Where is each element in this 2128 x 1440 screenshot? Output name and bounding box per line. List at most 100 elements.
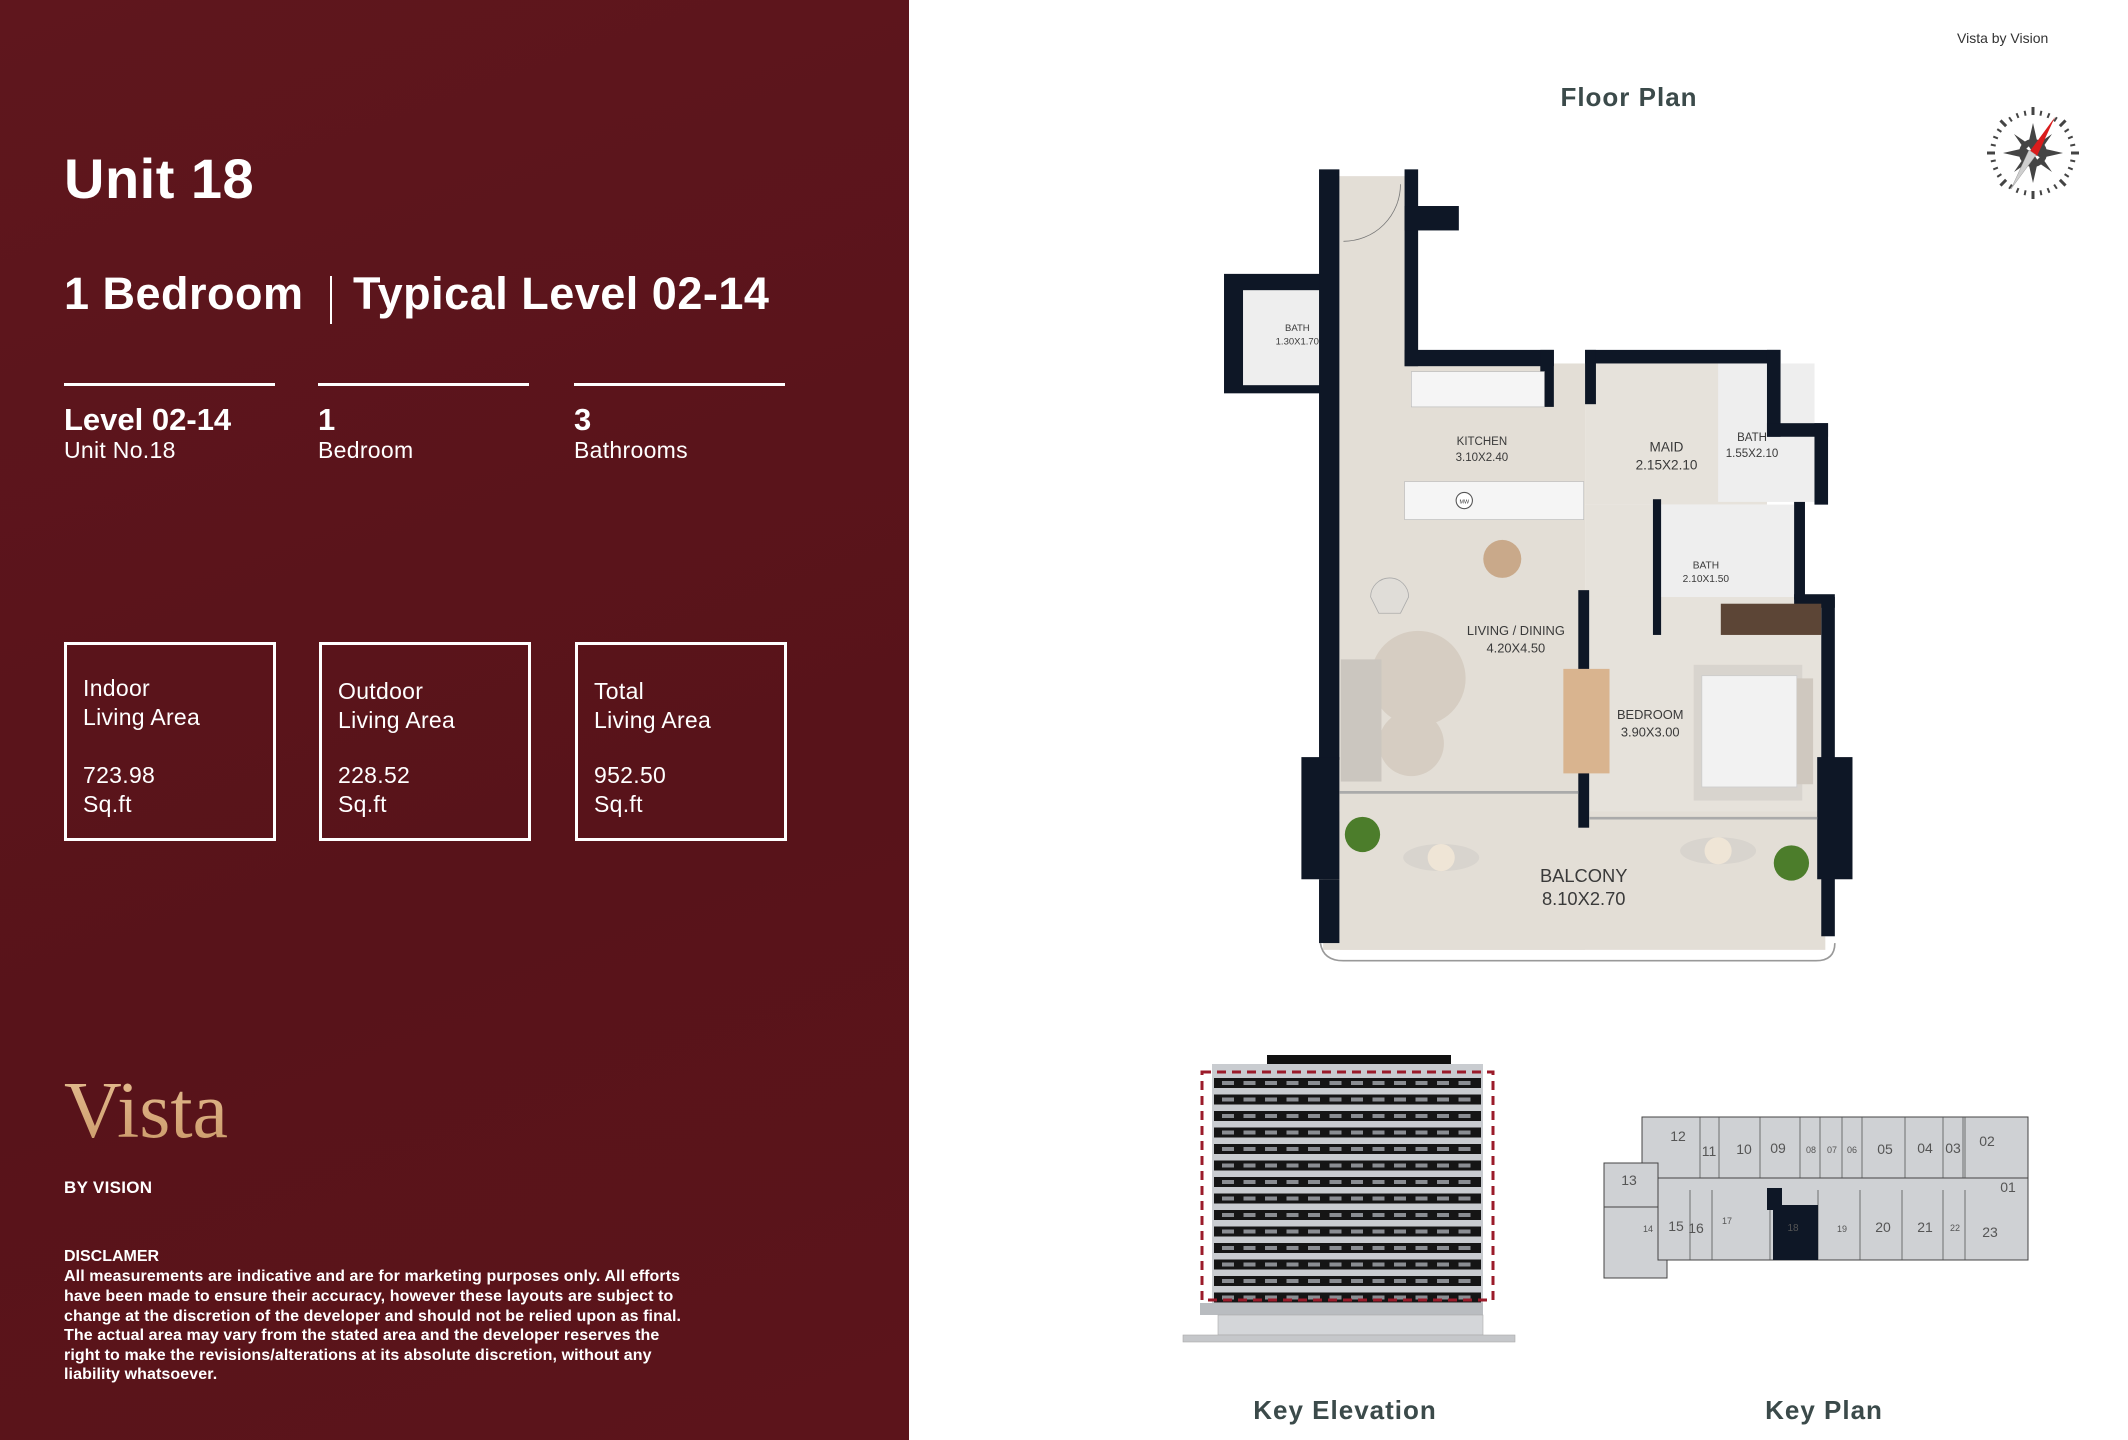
room-name: BALCONY <box>1540 865 1628 886</box>
area-label: Living Area <box>83 704 201 730</box>
window <box>1286 1130 1299 1135</box>
window <box>1394 1279 1406 1283</box>
window <box>1329 1114 1342 1118</box>
window <box>1394 1229 1406 1234</box>
area-label: Living Area <box>594 707 712 733</box>
window <box>1458 1147 1471 1151</box>
window <box>1243 1229 1256 1234</box>
window <box>1458 1180 1471 1184</box>
window <box>1351 1295 1363 1300</box>
window <box>1329 1130 1342 1135</box>
window <box>1372 1246 1385 1250</box>
window <box>1286 1213 1299 1217</box>
compass-tick <box>2015 112 2020 119</box>
window <box>1222 1163 1234 1168</box>
window <box>1458 1081 1471 1085</box>
window <box>1415 1213 1428 1217</box>
window <box>1372 1180 1385 1184</box>
area-box-indoor: Indoor Living Area 723.98 Sq.ft <box>64 642 276 841</box>
floor-band <box>1214 1193 1481 1204</box>
compass-tick <box>2039 190 2043 196</box>
window <box>1243 1180 1256 1184</box>
window <box>1351 1147 1363 1151</box>
window <box>1372 1147 1385 1151</box>
window <box>1415 1097 1428 1102</box>
kitchen-island <box>1404 481 1585 520</box>
area-unit: Sq.ft <box>83 791 132 817</box>
window <box>1329 1163 1342 1168</box>
window <box>1437 1130 1449 1135</box>
key-plan-unit-label: 06 <box>1847 1145 1857 1155</box>
window <box>1372 1262 1385 1267</box>
window <box>1308 1114 1320 1118</box>
key-plan-unit-label: 21 <box>1917 1219 1933 1235</box>
window <box>1308 1097 1320 1102</box>
bed <box>1701 675 1798 788</box>
window <box>1265 1097 1277 1102</box>
window <box>1458 1097 1471 1102</box>
window <box>1458 1114 1471 1118</box>
area-box-outdoor: Outdoor Living Area 228.52 Sq.ft <box>319 642 531 841</box>
window <box>1372 1130 1385 1135</box>
floor-band <box>1214 1243 1481 1253</box>
compass-tick <box>2039 110 2043 116</box>
window <box>1372 1229 1385 1234</box>
window <box>1437 1097 1449 1102</box>
window <box>1415 1196 1428 1201</box>
key-plan-unit-label: 22 <box>1950 1223 1960 1233</box>
disclaimer-line: right to make the revisions/alterations … <box>64 1347 652 1364</box>
window <box>1286 1246 1299 1250</box>
room-size: 2.15X2.10 <box>1636 457 1698 472</box>
compass-tick <box>2053 116 2058 122</box>
key-plan-unit-label: 02 <box>1979 1133 1995 1149</box>
window <box>1415 1295 1428 1300</box>
window <box>1308 1229 1320 1234</box>
window <box>1351 1246 1363 1250</box>
brand-top-right: Vista by Vision <box>1957 30 2049 46</box>
window <box>1351 1180 1363 1184</box>
compass-tick <box>1996 173 2002 178</box>
stat-bathrooms-label: Bathrooms <box>574 437 688 463</box>
window <box>1222 1180 1234 1184</box>
compass-tick <box>2070 159 2076 163</box>
base <box>1182 1334 1516 1343</box>
window <box>1265 1246 1277 1250</box>
window <box>1308 1147 1320 1151</box>
window <box>1415 1279 1428 1283</box>
floor-band <box>1214 1210 1481 1220</box>
window <box>1437 1147 1449 1151</box>
window <box>1222 1229 1234 1234</box>
compass-tick <box>1990 143 1996 147</box>
key-plan-outline <box>1603 1116 2029 1279</box>
stat-bedroom-value: 1 <box>318 402 336 437</box>
vista-logo: Vista <box>64 1067 229 1155</box>
key-elevation <box>1182 1055 1516 1343</box>
window <box>1437 1246 1449 1250</box>
kitchen-counter <box>1410 371 1545 408</box>
window <box>1308 1279 1320 1283</box>
key-plan-unit-label: 03 <box>1945 1140 1961 1156</box>
room-name: LIVING / DINING <box>1467 623 1565 638</box>
window <box>1372 1097 1385 1102</box>
room-name: MAID <box>1650 440 1684 455</box>
compass-tick <box>2058 119 2067 128</box>
key-plan-unit-label: 19 <box>1837 1224 1847 1234</box>
compass-tick <box>2067 166 2074 171</box>
window <box>1286 1295 1299 1300</box>
area-label: Living Area <box>338 707 456 733</box>
stat-bedroom-label: Bedroom <box>318 437 414 463</box>
window <box>1394 1213 1406 1217</box>
window <box>1394 1097 1406 1102</box>
window <box>1394 1081 1406 1085</box>
floor-band <box>1214 1177 1481 1187</box>
compass-tick <box>2058 178 2067 187</box>
floor-band <box>1214 1078 1481 1088</box>
key-plan-title: Key Plan <box>1765 1395 1883 1425</box>
key-plan-unit-label: 09 <box>1770 1140 1786 1156</box>
window <box>1394 1114 1406 1118</box>
window <box>1222 1246 1234 1250</box>
window <box>1243 1262 1256 1267</box>
window <box>1222 1114 1234 1118</box>
compass-tick <box>2023 190 2027 196</box>
window <box>1437 1229 1449 1234</box>
